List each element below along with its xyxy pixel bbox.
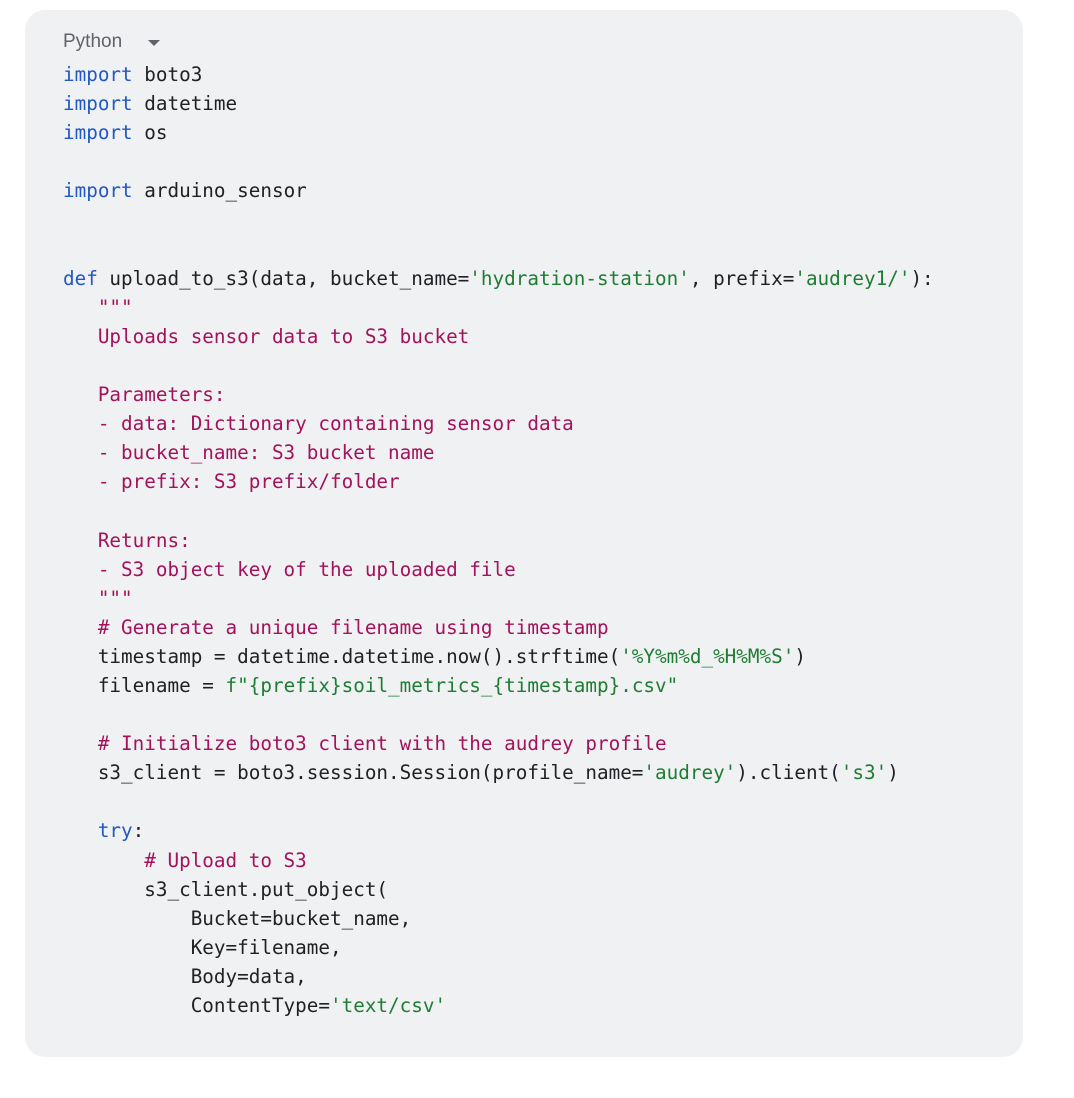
- code-line: Uploads sensor data to S3 bucket: [63, 322, 934, 351]
- code-token: boto3: [132, 63, 203, 86]
- code-line: Bucket=bucket_name,: [63, 904, 934, 933]
- code-token: , prefix=: [689, 266, 795, 290]
- code-token: upload_to_s3(data, bucket_name=: [97, 266, 470, 290]
- code-line: [63, 147, 934, 176]
- code-token: '%Y%m%d_%H%M%S': [620, 644, 795, 668]
- code-token: - S3 object key of the uploaded file: [63, 557, 516, 581]
- language-label: Python: [63, 31, 123, 52]
- code-token: import: [63, 92, 133, 116]
- code-line: Returns:: [63, 526, 934, 555]
- code-line: - data: Dictionary containing sensor dat…: [63, 409, 934, 438]
- code-token: s3_client = boto3.session.Session(profil…: [63, 761, 644, 785]
- code-line: # Initialize boto3 client with the audre…: [63, 729, 934, 758]
- code-token: 'audrey1/': [794, 266, 911, 290]
- code-token: import: [63, 179, 133, 203]
- code-line: [63, 205, 934, 234]
- code-token: - prefix: S3 prefix/folder: [63, 470, 400, 494]
- code-line: # Upload to S3: [63, 846, 934, 875]
- code-line: [63, 700, 934, 729]
- code-token: import: [63, 121, 133, 145]
- code-token: - bucket_name: S3 bucket name: [63, 441, 435, 465]
- code-line: import arduino_sensor: [63, 176, 934, 205]
- code-token: def: [63, 266, 98, 290]
- code-token: :: [132, 819, 145, 843]
- code-line: [63, 235, 934, 264]
- code-token: 's3': [840, 761, 888, 785]
- code-token: """: [63, 295, 133, 319]
- code-line: [63, 351, 934, 380]
- code-token: # Generate a unique filename using times…: [63, 615, 609, 639]
- code-line: """: [63, 584, 934, 613]
- code-token: ).client(: [736, 761, 841, 785]
- code-token: Parameters:: [63, 383, 226, 407]
- code-token: f"{prefix}soil_metrics_{timestamp}.csv": [225, 673, 679, 697]
- code-token: 'text/csv': [330, 994, 447, 1017]
- code-line: Parameters:: [63, 380, 934, 409]
- code-line: - prefix: S3 prefix/folder: [63, 467, 934, 496]
- code-line: filename = f"{prefix}soil_metrics_{times…: [63, 671, 934, 700]
- code-token: arduino_sensor: [132, 179, 307, 203]
- code-line: """: [63, 293, 934, 322]
- code-line: import datetime: [63, 89, 934, 118]
- code-token: ContentType=: [63, 994, 330, 1017]
- code-token: 'hydration-station': [469, 266, 690, 290]
- code-token: ): [794, 644, 806, 668]
- code-line: - bucket_name: S3 bucket name: [63, 438, 934, 467]
- code-line: timestamp = datetime.datetime.now().strf…: [63, 642, 934, 671]
- code-token: timestamp = datetime.datetime.now().strf…: [63, 644, 621, 668]
- code-line: import boto3: [63, 60, 934, 89]
- code-line: s3_client.put_object(: [63, 875, 934, 904]
- code-line: try:: [63, 816, 934, 845]
- code-token: datetime: [132, 92, 238, 116]
- code-line: ContentType='text/csv': [63, 991, 934, 1020]
- code-token: # Upload to S3: [63, 848, 307, 872]
- code-token: ):: [910, 266, 934, 290]
- code-token: Uploads sensor data to S3 bucket: [63, 324, 470, 348]
- code-line: import os: [63, 118, 934, 147]
- code-token: filename =: [63, 673, 226, 697]
- code-line: Key=filename,: [63, 933, 934, 962]
- code-token: s3_client.put_object(: [63, 877, 389, 901]
- language-selector[interactable]: Python: [63, 27, 161, 57]
- chevron-down-icon[interactable]: [148, 40, 161, 46]
- code-token: ): [887, 761, 899, 785]
- code-token: os: [132, 121, 168, 145]
- code-token: import: [63, 63, 133, 86]
- code-token: - data: Dictionary containing sensor dat…: [63, 412, 574, 436]
- code-line: # Generate a unique filename using times…: [63, 613, 934, 642]
- code-line: Body=data,: [63, 962, 934, 991]
- code-line: def upload_to_s3(data, bucket_name='hydr…: [63, 264, 934, 293]
- code-token: """: [63, 586, 133, 610]
- code-token: Returns:: [63, 528, 191, 552]
- code-line: [63, 496, 934, 525]
- code-line: s3_client = boto3.session.Session(profil…: [63, 758, 934, 787]
- code-token: 'audrey': [643, 761, 737, 785]
- code-line: - S3 object key of the uploaded file: [63, 555, 934, 584]
- code-token: Bucket=bucket_name,: [63, 906, 412, 930]
- code-line: [63, 787, 934, 816]
- code-token: Body=data,: [63, 964, 307, 988]
- code-token: Key=filename,: [63, 935, 342, 959]
- code-token: try: [63, 819, 133, 843]
- code-token: # Initialize boto3 client with the audre…: [63, 732, 667, 756]
